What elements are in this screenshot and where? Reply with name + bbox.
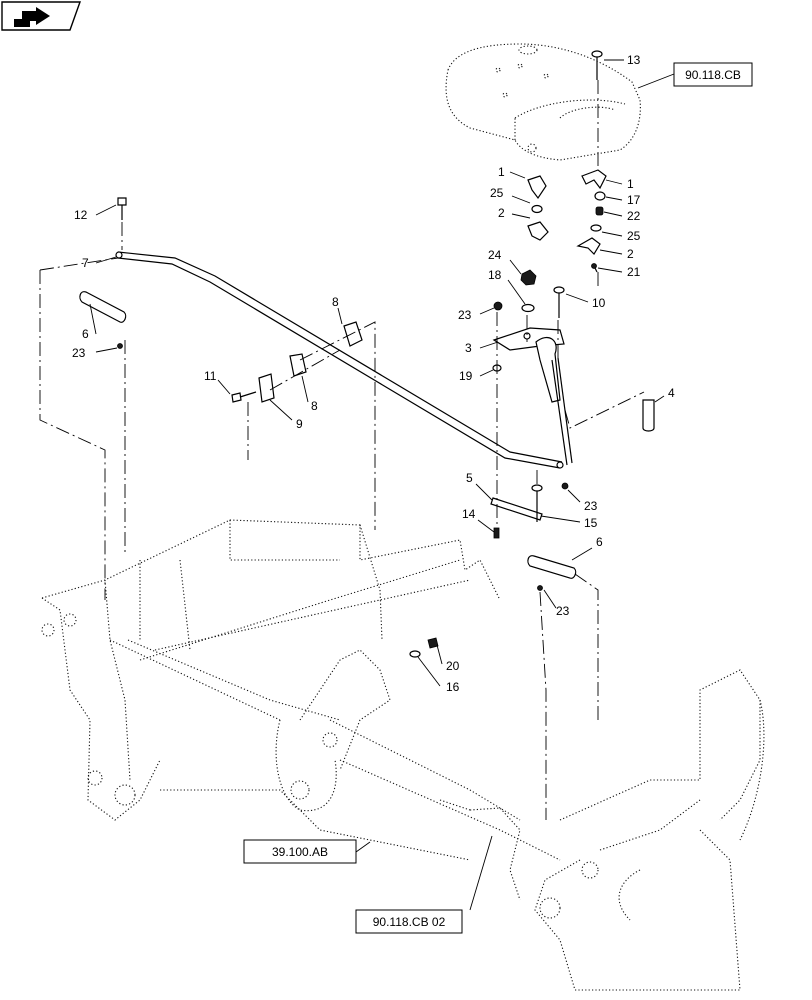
callout: 2 — [498, 206, 505, 220]
callout: 6 — [82, 327, 89, 341]
phantom-lines — [39, 80, 645, 820]
callout: 16 — [446, 680, 460, 694]
bolt-12 — [117, 197, 127, 220]
callout: 8 — [332, 295, 339, 309]
callout: 1 — [498, 165, 505, 179]
leader-lines — [89, 59, 675, 911]
callout: 19 — [459, 369, 473, 383]
callout: 11 — [204, 369, 217, 383]
ref-box-frame[interactable]: 39.100.AB — [243, 839, 357, 864]
callout: 10 — [592, 296, 606, 310]
callout: 12 — [74, 208, 88, 222]
callout: 4 — [668, 386, 675, 400]
callout: 6 — [596, 535, 603, 549]
callout: 2 — [627, 247, 634, 261]
bolt-13 — [591, 50, 603, 80]
callout: 25 — [627, 229, 641, 243]
nav-button[interactable] — [1, 1, 81, 31]
ref-label-top: 90.118.CB — [685, 68, 741, 82]
callout: 18 — [488, 268, 502, 282]
callout: 1 — [627, 177, 634, 191]
callout: 21 — [627, 265, 641, 279]
callout: 8 — [311, 399, 318, 413]
ref-box-bottom[interactable]: 90.118.CB 02 — [355, 909, 463, 934]
ref-box-top[interactable]: 90.118.CB — [673, 62, 753, 87]
pin-4 — [642, 399, 655, 432]
callout: 14 — [462, 507, 476, 521]
plate-assembly — [490, 482, 569, 539]
pin-6-left — [79, 291, 127, 349]
callout: 7 — [82, 256, 89, 270]
left-clip-stack — [527, 175, 549, 241]
callout: 13 — [627, 53, 641, 67]
callout: 23 — [72, 346, 86, 360]
callout: 5 — [466, 471, 473, 485]
callout: 23 — [458, 308, 472, 322]
callout: 20 — [446, 659, 460, 673]
ref-label-bottom: 90.118.CB 02 — [373, 915, 446, 929]
callout: 3 — [465, 341, 472, 355]
control-housing — [445, 43, 641, 161]
right-clip-stack — [576, 169, 607, 273]
ref-label-frame: 39.100.AB — [272, 845, 328, 859]
bracket-group — [231, 321, 363, 403]
callout: 22 — [627, 209, 641, 223]
callouts: 13 1 1 17 22 25 25 2 2 21 24 18 10 23 3 … — [72, 53, 675, 694]
arrow-right-icon — [14, 7, 50, 27]
main-frame — [41, 519, 765, 991]
callout: 15 — [584, 516, 598, 530]
pin-6-right — [527, 555, 577, 591]
callout: 23 — [556, 604, 570, 618]
callout: 17 — [627, 193, 641, 207]
nut-washer-group — [409, 637, 439, 658]
linkage-rod — [115, 251, 564, 469]
handle-assembly — [492, 269, 573, 466]
callout: 25 — [490, 186, 504, 200]
callout: 23 — [584, 499, 598, 513]
callout: 9 — [296, 417, 303, 431]
callout: 24 — [488, 248, 502, 262]
